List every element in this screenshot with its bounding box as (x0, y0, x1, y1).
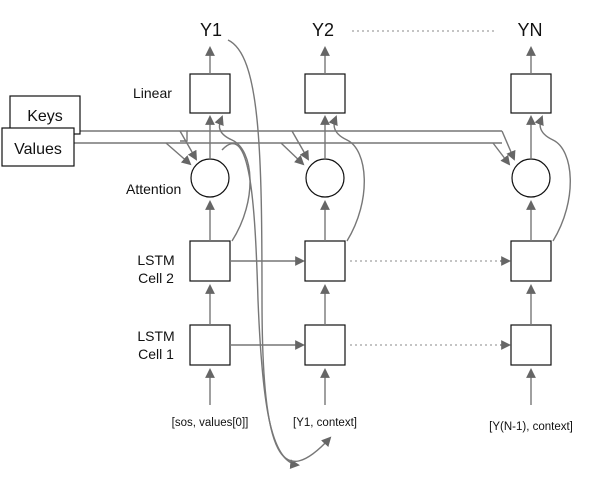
lstm2-box-2 (304, 240, 346, 282)
values-box (1, 127, 75, 167)
attention-node-n (511, 158, 551, 198)
keys-to-attention1 (179, 130, 197, 161)
values-to-attention1 (165, 142, 192, 166)
row-label-lstm1-line2: Cell 1 (138, 346, 174, 362)
keys-to-attentionn (501, 130, 516, 161)
values-to-attentionn (492, 142, 511, 166)
y1-feedback-curve (227, 39, 332, 463)
attention-node-2 (305, 158, 345, 198)
keys-label: Keys (27, 108, 63, 125)
linear-box-1 (189, 73, 231, 114)
input-label-step2: [Y1, context] (293, 417, 357, 429)
output-label-yn: YN (517, 20, 542, 40)
row-label-lstm2-line1: LSTM (137, 252, 174, 268)
output-label-y2: Y2 (312, 20, 334, 40)
keys-wire (78, 130, 188, 142)
lstm2-bypass-2 (328, 115, 365, 242)
output-label-y1: Y1 (200, 20, 222, 40)
lstm2-box-n (510, 240, 552, 282)
input-label-step1: [sos, values[0]] (172, 417, 249, 429)
row-label-lstm2-line2: Cell 2 (138, 270, 174, 286)
values-label: Values (14, 141, 62, 158)
row-label-linear: Linear (133, 85, 172, 101)
lstm1-box-2 (304, 324, 346, 366)
attention-node-1 (190, 158, 230, 198)
keys-to-attention2 (291, 130, 309, 161)
lstm2-bypass-n (534, 115, 571, 242)
lstm1-box-1 (189, 324, 231, 366)
lstm1-box-n (510, 324, 552, 366)
values-to-attention2 (280, 142, 305, 166)
lstm2-bypass-1 (214, 115, 251, 242)
lstm2-box-1 (189, 240, 231, 282)
linear-box-n (510, 73, 552, 114)
input-label-stepn: [Y(N-1), context] (489, 421, 573, 433)
row-label-lstm1-line1: LSTM (137, 328, 174, 344)
linear-box-2 (304, 73, 346, 114)
row-label-attention: Attention (126, 181, 181, 197)
